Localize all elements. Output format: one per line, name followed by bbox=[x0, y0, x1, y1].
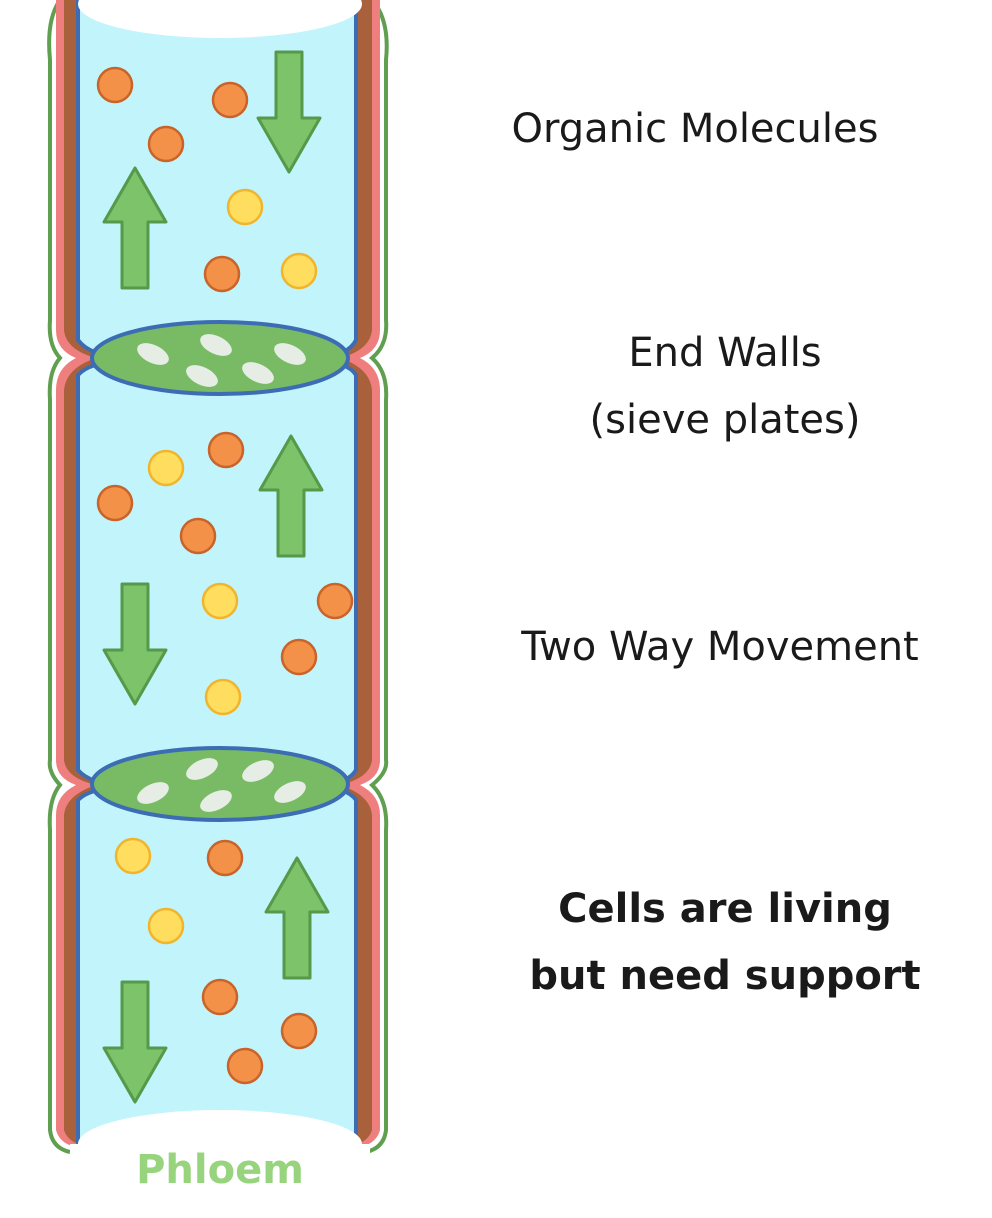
sieve-pore bbox=[242, 760, 274, 782]
sieve-pore bbox=[186, 758, 218, 780]
tube-outer-wall bbox=[47, 0, 389, 1154]
sieve-pore bbox=[137, 782, 169, 804]
sieve-pore bbox=[274, 781, 306, 803]
molecule-yellow bbox=[114, 837, 152, 875]
arrow-down-icon bbox=[256, 50, 322, 174]
molecule-yellow bbox=[147, 449, 185, 487]
molecule-yellow bbox=[147, 907, 185, 945]
molecule-orange bbox=[96, 66, 134, 104]
molecule-orange bbox=[280, 638, 318, 676]
sieve-pore bbox=[274, 343, 306, 365]
molecule-orange bbox=[206, 839, 244, 877]
right-outline bbox=[365, 0, 389, 1154]
molecule-orange bbox=[203, 255, 241, 293]
left-outline bbox=[47, 0, 71, 1154]
sieve-plate-bottom bbox=[90, 746, 350, 822]
label-cells-line1: Cells are living bbox=[558, 886, 892, 932]
sieve-pore bbox=[137, 343, 169, 365]
molecule-orange bbox=[207, 431, 245, 469]
sieve-plate-disc bbox=[90, 746, 350, 822]
molecule-yellow bbox=[226, 188, 264, 226]
cell-lumens bbox=[76, 0, 358, 1152]
molecule-orange bbox=[280, 1012, 318, 1050]
cell-1-lumen bbox=[76, 0, 358, 358]
yellow-molecules bbox=[114, 188, 318, 945]
sieve-plate-top bbox=[90, 320, 350, 396]
orange-molecules bbox=[96, 66, 354, 1085]
label-organic-molecules: Organic Molecules bbox=[511, 106, 879, 152]
molecule-yellow bbox=[201, 582, 239, 620]
arrow-down-icon bbox=[102, 582, 168, 706]
label-end-walls-line2: (sieve plates) bbox=[589, 397, 861, 443]
molecule-orange bbox=[226, 1047, 264, 1085]
sieve-pore bbox=[200, 334, 232, 356]
tube-top-opening bbox=[78, 0, 362, 38]
molecule-orange bbox=[201, 978, 239, 1016]
sieve-pore bbox=[186, 365, 218, 387]
sieve-plate-disc bbox=[90, 320, 350, 396]
molecule-yellow bbox=[204, 678, 242, 716]
label-end-walls-line1: End Walls bbox=[628, 330, 822, 376]
molecule-orange bbox=[316, 582, 354, 620]
sieve-pore bbox=[200, 790, 232, 812]
molecule-yellow bbox=[280, 252, 318, 290]
flow-arrows bbox=[102, 50, 330, 1104]
cell-2-lumen bbox=[76, 360, 358, 786]
molecule-orange bbox=[179, 517, 217, 555]
arrow-up-icon bbox=[102, 166, 168, 290]
molecule-orange bbox=[96, 484, 134, 522]
arrow-down-icon bbox=[102, 980, 168, 1104]
arrow-up-icon bbox=[264, 856, 330, 980]
sieve-pore bbox=[242, 362, 274, 384]
molecule-orange bbox=[211, 81, 249, 119]
label-two-way-movement: Two Way Movement bbox=[521, 624, 919, 670]
molecule-orange bbox=[147, 125, 185, 163]
label-cells-living: Cells are living but need support bbox=[500, 876, 950, 1010]
arrow-up-icon bbox=[258, 434, 324, 558]
label-cells-line2: but need support bbox=[529, 953, 921, 999]
label-end-walls: End Walls (sieve plates) bbox=[500, 320, 950, 454]
tube-bottom-fill bbox=[70, 1144, 370, 1218]
diagram-title: Phloem bbox=[136, 1147, 304, 1193]
